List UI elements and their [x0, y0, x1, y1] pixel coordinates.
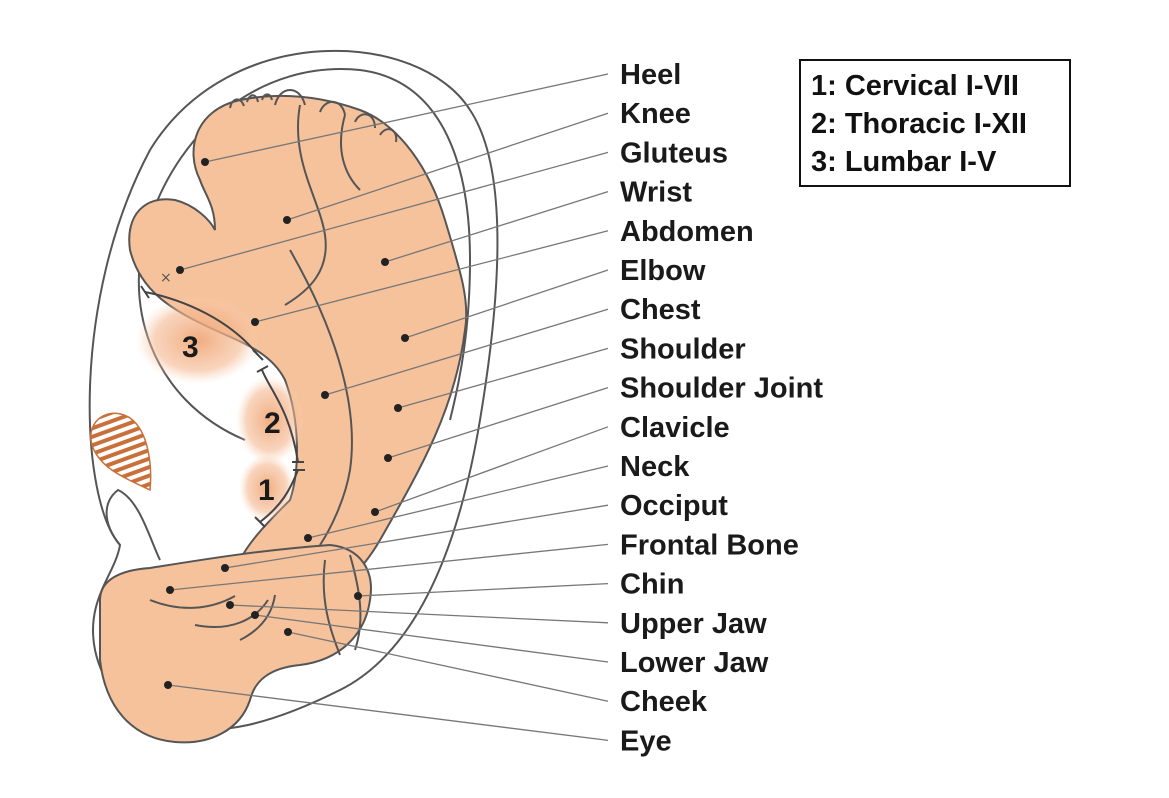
zone-1-glow — [239, 454, 295, 522]
point-heel — [201, 158, 209, 166]
leader-line-neck — [307, 465, 609, 539]
leader-line-wrist — [384, 190, 609, 263]
spine-legend: 1: Cervical I-VII 2: Thoracic I-XII 3: L… — [799, 59, 1071, 187]
label-occiput: Occiput — [620, 490, 728, 522]
leader-line-eye — [167, 684, 609, 742]
point-frontal-bone — [166, 586, 174, 594]
label-neck: Neck — [620, 451, 690, 483]
organ-labels: HeelKneeGluteusWristAbdomenElbowChestSho… — [620, 59, 823, 757]
tragus-striped — [90, 412, 152, 492]
spine-zones — [136, 296, 304, 522]
label-gluteus: Gluteus — [620, 137, 728, 169]
zone-2-glow — [236, 376, 304, 464]
label-chin: Chin — [620, 569, 684, 601]
zone-3-number: 3 — [182, 331, 199, 364]
tragus-outline — [105, 488, 161, 561]
point-shoulder-joint — [384, 454, 392, 462]
label-wrist: Wrist — [620, 177, 692, 209]
gluteus-marker: × — [160, 270, 172, 286]
label-shoulder: Shoulder — [620, 333, 746, 365]
leader-lines — [167, 73, 609, 742]
point-chin — [354, 592, 362, 600]
zone-2-number: 2 — [264, 407, 281, 440]
point-gluteus — [176, 266, 184, 274]
label-frontal-bone: Frontal Bone — [620, 529, 799, 561]
label-shoulder-joint: Shoulder Joint — [620, 373, 823, 405]
leader-line-upper-jaw — [229, 604, 609, 624]
leader-line-chest — [324, 308, 609, 396]
point-abdomen — [251, 318, 259, 326]
point-shoulder — [394, 404, 402, 412]
reflex-points — [164, 158, 409, 689]
legend-line-thoracic: 2: Thoracic I-XII — [811, 108, 1027, 140]
label-abdomen: Abdomen — [620, 216, 754, 248]
legend-line-cervical: 1: Cervical I-VII — [811, 70, 1019, 102]
leader-line-chin — [357, 582, 609, 597]
zone-1-number: 1 — [258, 474, 275, 507]
label-heel: Heel — [620, 59, 681, 91]
label-elbow: Elbow — [620, 255, 706, 287]
spine-brackets — [140, 285, 305, 528]
zone-3-glow — [136, 296, 260, 384]
leader-line-cheek — [287, 631, 609, 702]
point-wrist — [381, 258, 389, 266]
point-cheek — [284, 628, 292, 636]
point-lower-jaw — [251, 611, 259, 619]
foot-contours — [284, 104, 361, 546]
label-cheek: Cheek — [620, 686, 708, 718]
point-chest — [321, 391, 329, 399]
leader-line-occiput — [224, 504, 609, 569]
leader-line-elbow — [404, 269, 609, 339]
label-clavicle: Clavicle — [620, 412, 730, 444]
lobe-region — [99, 543, 372, 744]
point-occiput — [221, 564, 229, 572]
leader-line-shoulder-joint — [387, 386, 609, 459]
label-lower-jaw: Lower Jaw — [620, 647, 769, 679]
leader-line-frontal-bone — [169, 543, 609, 591]
leader-line-shoulder — [397, 347, 609, 409]
leader-line-lower-jaw — [254, 614, 609, 663]
point-clavicle — [371, 508, 379, 516]
label-knee: Knee — [620, 98, 691, 130]
label-eye: Eye — [620, 725, 672, 757]
antihelix-outline — [137, 68, 472, 441]
label-upper-jaw: Upper Jaw — [620, 608, 767, 640]
leader-line-knee — [286, 112, 609, 221]
lobe-contours — [149, 554, 362, 656]
label-chest: Chest — [620, 294, 701, 326]
legend-line-lumbar: 3: Lumbar I-V — [811, 146, 997, 178]
point-neck — [304, 534, 312, 542]
leader-line-clavicle — [374, 426, 609, 513]
point-upper-jaw — [226, 601, 234, 609]
leader-line-gluteus — [179, 151, 609, 271]
point-elbow — [401, 334, 409, 342]
leader-line-heel — [204, 73, 609, 163]
leader-line-abdomen — [254, 230, 609, 323]
point-knee — [283, 216, 291, 224]
point-eye — [164, 681, 172, 689]
